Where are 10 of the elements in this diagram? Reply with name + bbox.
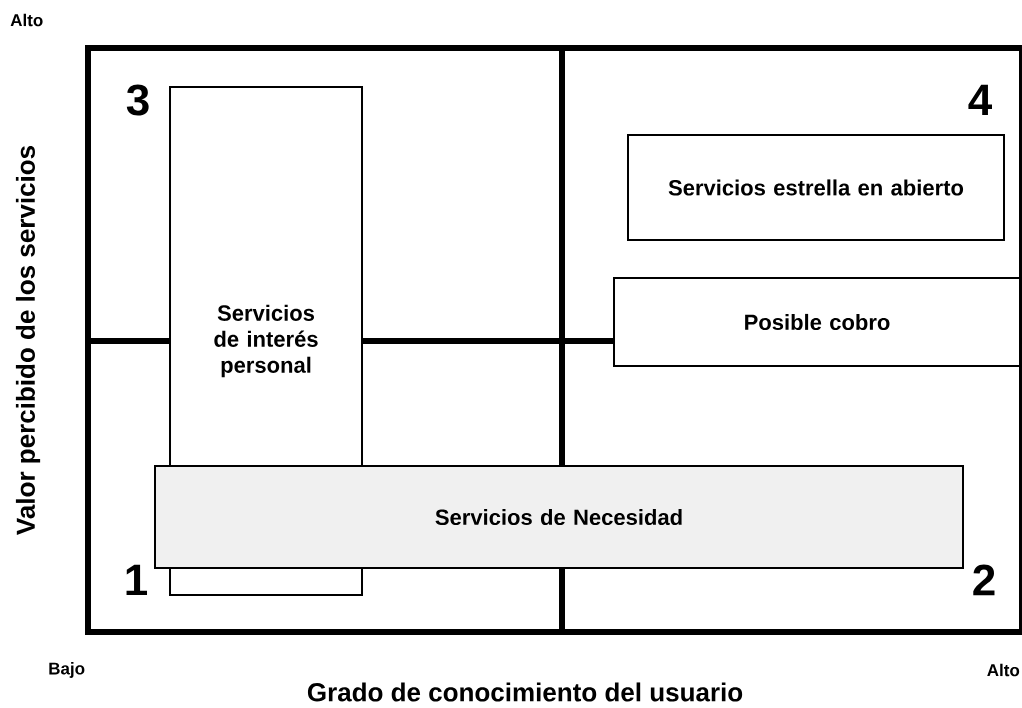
category-box: Posible cobro (613, 277, 1021, 367)
category-box: Servicios de Necesidad (154, 465, 964, 569)
axis-end-label: Alto (10, 13, 43, 27)
axis-title: Grado de conocimiento del usuario (307, 682, 743, 702)
axis-end-label: Bajo (49, 662, 85, 678)
axis-end-label: Alto (987, 663, 1020, 677)
quadrant-number: 2 (973, 564, 995, 596)
category-box: Servicios estrella en abierto (627, 134, 1005, 241)
axis-title: Valor percibido de los servicios (15, 145, 41, 535)
quadrant-number: 1 (126, 564, 147, 596)
